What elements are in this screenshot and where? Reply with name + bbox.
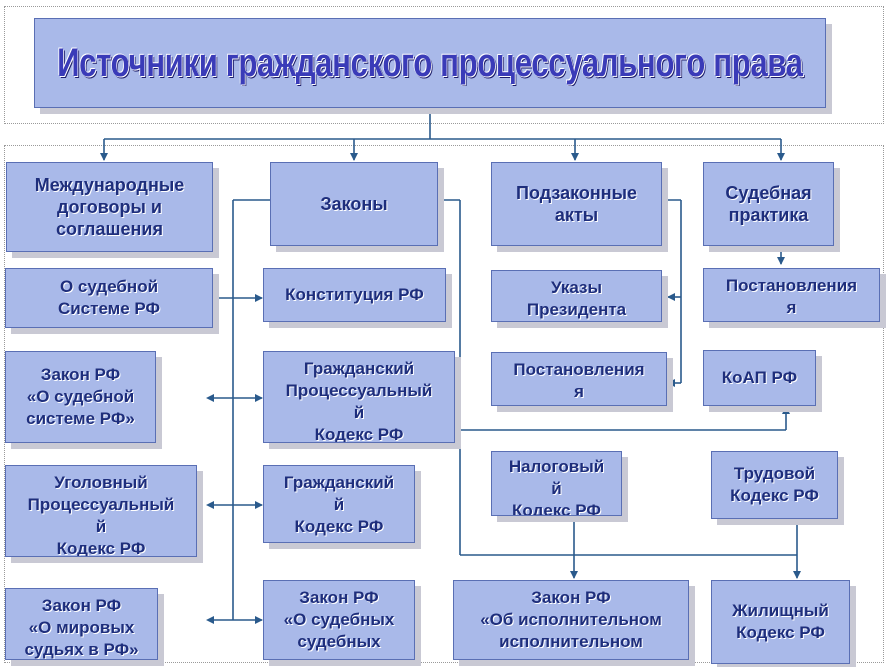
box-civil-code-label: Гражданский й Кодекс РФ [283,473,395,536]
box-tax-code: Налоговый й Кодекс РФ [491,451,622,516]
box-labor-code-label: Трудовой Кодекс РФ [730,464,819,505]
box-housing-code: Жилищный Кодекс РФ [711,580,850,664]
category-international: Международные договоры и соглашения [6,162,213,252]
box-judicial-system: О судебной Системе РФ [5,268,213,328]
category-judicial: Судебная практика [703,162,834,246]
box-koap: КоАП РФ [703,350,816,406]
content-frame [4,145,884,663]
category-laws: Законы [270,162,438,246]
box-civil-proc-label: Гражданский Процессуальный й Кодекс РФ [285,359,433,443]
category-bylaws-label: Подзаконные акты [516,183,637,225]
diagram-title: Источники гражданского процессуального п… [34,18,826,108]
category-judicial-label: Судебная практика [725,183,812,225]
box-civil-proc: Гражданский Процессуальный й Кодекс РФ [263,351,455,443]
box-housing-code-label: Жилищный Кодекс РФ [732,601,829,642]
box-criminal-proc-label: Уголовный Процессуальный й Кодекс РФ [27,473,175,557]
box-judicial-system-label: О судебной Системе РФ [57,277,161,318]
box-decrees-label: Указы Президента [526,278,627,319]
box-constitution: Конституция РФ [263,268,446,322]
box-tax-code-label: Налоговый й Кодекс РФ [508,457,605,516]
box-bailiffs: Закон РФ «О судебных судебных [263,580,415,660]
box-law-judicial-system-label: Закон РФ «О судебной системе РФ» [26,365,135,428]
title-frame [4,6,884,124]
box-enforcement-label: Закон РФ «Об исполнительном исполнительн… [480,588,662,651]
box-judicial-resolutions: Постановления я [703,268,880,322]
box-bylaw-resolutions: Постановления я [491,352,667,406]
box-justices-peace: Закон РФ «О мировых судьях в РФ» [5,588,158,660]
box-bailiffs-label: Закон РФ «О судебных судебных [283,588,395,651]
category-international-label: Международные договоры и соглашения [34,175,185,239]
box-civil-code: Гражданский й Кодекс РФ [263,465,415,543]
box-enforcement: Закон РФ «Об исполнительном исполнительн… [453,580,689,660]
category-bylaws: Подзаконные акты [491,162,662,246]
box-justices-peace-label: Закон РФ «О мировых судьях в РФ» [24,596,139,659]
box-law-judicial-system: Закон РФ «О судебной системе РФ» [5,351,156,443]
diagram-title-text: Источники гражданского процессуального п… [57,41,803,85]
box-labor-code: Трудовой Кодекс РФ [711,451,838,519]
box-bylaw-resolutions-label: Постановления я [513,360,645,401]
box-judicial-resolutions-label: Постановления я [725,276,858,317]
box-constitution-label: Конституция РФ [285,285,424,304]
box-koap-label: КоАП РФ [721,368,798,387]
category-laws-label: Законы [320,194,388,214]
box-criminal-proc: Уголовный Процессуальный й Кодекс РФ [5,465,197,557]
box-decrees: Указы Президента [491,270,662,322]
